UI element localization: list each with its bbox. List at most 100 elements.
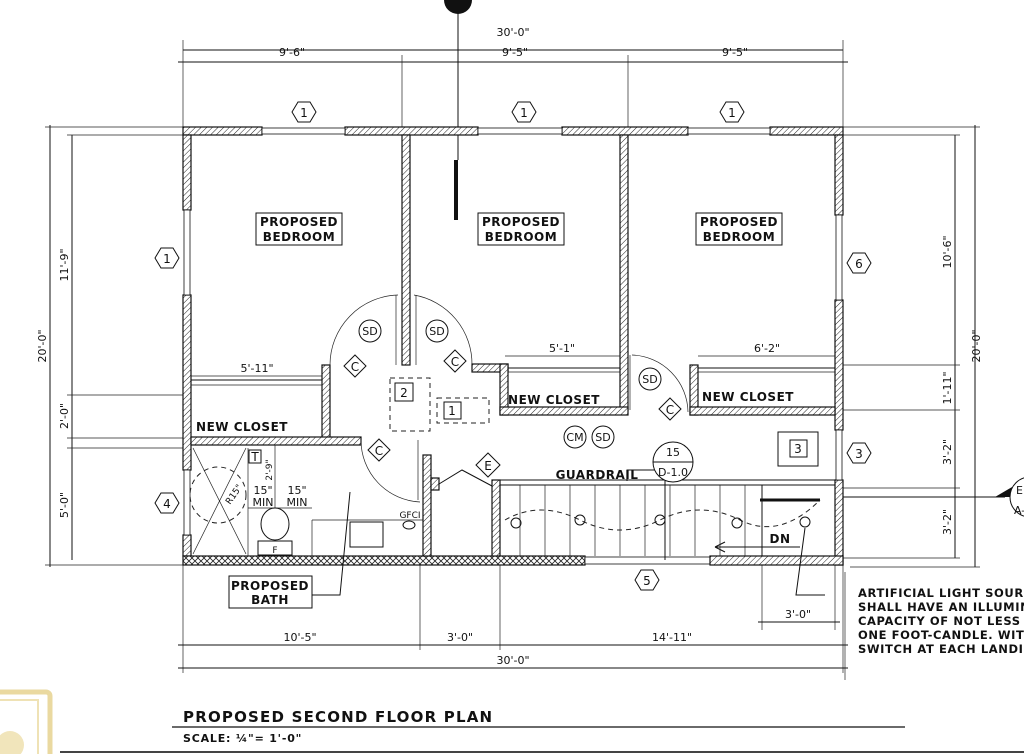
- svg-text:BEDROOM: BEDROOM: [485, 230, 557, 244]
- svg-text:PROPOSED: PROPOSED: [260, 215, 338, 229]
- svg-text:3: 3: [794, 442, 802, 456]
- guardrail-label: GUARDRAIL: [556, 468, 639, 482]
- window-right-3: [835, 429, 843, 481]
- dim-right-4: 3'-2": [941, 509, 954, 535]
- label-closet-left: NEW CLOSET: [196, 420, 288, 434]
- svg-text:BEDROOM: BEDROOM: [703, 230, 775, 244]
- svg-text:6: 6: [855, 257, 863, 271]
- general-note: ARTIFICIAL LIGHT SOURC SHALL HAVE AN ILL…: [858, 586, 1024, 656]
- dim-top-1: 9'-6": [279, 46, 305, 59]
- bath-depth-dim: 2'-9": [265, 459, 275, 480]
- dim-bottom-2: 3'-0": [447, 631, 473, 644]
- svg-text:E: E: [484, 459, 492, 473]
- room-label-bedroom-1: PROPOSED BEDROOM: [255, 212, 343, 246]
- gfci-label: GFCI: [399, 511, 420, 521]
- svg-text:1: 1: [728, 106, 736, 120]
- dim-bottom-3: 14'-11": [652, 631, 692, 644]
- dim-left-1: 11'-9": [58, 248, 71, 281]
- dim-right-1: 10'-6": [941, 235, 954, 268]
- bath-clear-2-min: MIN: [287, 496, 308, 509]
- svg-text:1: 1: [520, 106, 528, 120]
- drawing-scale: SCALE: ¼"= 1'-0": [183, 732, 302, 745]
- svg-text:C: C: [451, 355, 459, 369]
- dim-stair-landing: 3'-0": [785, 608, 811, 621]
- window-bottom-5: [584, 556, 711, 565]
- dimensions-top: 30'-0" 9'-6" 9'-5" 9'-5": [178, 26, 848, 127]
- room-label-bedroom-2: PROPOSED BEDROOM: [477, 212, 565, 246]
- dim-closet-left: 5'-11": [240, 362, 273, 375]
- section-tag-top: E: [1016, 484, 1023, 497]
- svg-text:ARTIFICIAL LIGHT SOURC: ARTIFICIAL LIGHT SOURC: [858, 586, 1024, 600]
- dim-closet-mid: 5'-1": [549, 342, 575, 355]
- dim-bottom-overall: 30'-0": [496, 654, 529, 667]
- window-top-2: [477, 127, 563, 135]
- window-right-6: [835, 214, 843, 301]
- svg-text:1: 1: [163, 252, 171, 266]
- svg-text:SD: SD: [595, 431, 610, 444]
- window-top-1: [261, 127, 346, 135]
- bath-clear-1: 15": [253, 484, 272, 497]
- svg-text:15: 15: [666, 446, 680, 459]
- dimensions-right: 20'-0" 10'-6" 1'-11" 3'-2" 3'-2": [843, 125, 983, 568]
- svg-text:C: C: [375, 444, 383, 458]
- bath-clear-2: 15": [287, 484, 306, 497]
- stair-dn-label: DN: [769, 532, 790, 546]
- dim-top-2: 9'-5": [502, 46, 528, 59]
- dim-bottom-1: 10'-5": [283, 631, 316, 644]
- window-top-3: [687, 127, 771, 135]
- svg-text:4: 4: [163, 497, 171, 511]
- drawing-title: PROPOSED SECOND FLOOR PLAN: [183, 708, 493, 726]
- svg-text:PROPOSED: PROPOSED: [700, 215, 778, 229]
- bath-clear-1-min: MIN: [253, 496, 274, 509]
- dim-left-overall: 20'-0": [36, 329, 49, 362]
- svg-text:1: 1: [448, 404, 456, 418]
- dim-top-3: 9'-5": [722, 46, 748, 59]
- window-tags: 1 1 1 1 4 6 3 5: [154, 101, 872, 591]
- svg-text:CAPACITY OF NOT LESS: CAPACITY OF NOT LESS: [858, 614, 1021, 628]
- svg-text:SD: SD: [642, 373, 657, 386]
- svg-text:1: 1: [300, 106, 308, 120]
- window-left-4: [183, 469, 191, 536]
- svg-text:C: C: [351, 360, 359, 374]
- dim-left-3: 5'-0": [58, 492, 71, 518]
- dim-top-overall: 30'-0": [496, 26, 529, 39]
- svg-text:BEDROOM: BEDROOM: [263, 230, 335, 244]
- dim-right-3: 3'-2": [941, 439, 954, 465]
- label-closet-mid: NEW CLOSET: [508, 393, 600, 407]
- dim-right-overall: 20'-0": [970, 329, 983, 362]
- svg-text:3: 3: [855, 447, 863, 461]
- interior-walls: [190, 134, 836, 557]
- dim-right-2: 1'-11": [941, 371, 954, 404]
- svg-text:SD: SD: [429, 325, 444, 338]
- fan-tag: F: [272, 546, 277, 556]
- svg-text:SWITCH AT EACH LANDIN: SWITCH AT EACH LANDIN: [858, 642, 1024, 656]
- note-keys: 2 1 3: [389, 377, 819, 467]
- arrow-left-icon: [714, 541, 726, 553]
- window-left-1: [183, 209, 191, 296]
- svg-text:PROPOSED: PROPOSED: [482, 215, 560, 229]
- detectors: SD SD SD CM SD: [358, 319, 662, 449]
- doors: [329, 294, 689, 503]
- svg-text:ONE FOOT-CANDLE. WITH: ONE FOOT-CANDLE. WITH: [858, 628, 1024, 642]
- room-label-bedroom-3: PROPOSED BEDROOM: [695, 212, 783, 246]
- svg-text:D-1.0: D-1.0: [658, 466, 688, 479]
- svg-text:BATH: BATH: [251, 593, 289, 607]
- exterior-walls: [182, 126, 844, 566]
- dim-closet-right: 6'-2": [754, 342, 780, 355]
- dim-left-2: 2'-0": [58, 403, 71, 429]
- door-tags: C C C C E: [343, 349, 682, 478]
- stair: [500, 469, 835, 596]
- toilet-tag: T: [250, 450, 259, 464]
- detail-callout: 15 D-1.0: [652, 441, 694, 483]
- room-label-bath: PROPOSED BATH: [228, 491, 351, 609]
- section-tag-bottom: A-: [1014, 504, 1024, 517]
- svg-text:CM: CM: [566, 431, 583, 444]
- bath-fixtures: [189, 445, 423, 556]
- shower-radius: R15": [224, 483, 245, 507]
- svg-text:SHALL HAVE AN ILLUMIN: SHALL HAVE AN ILLUMIN: [858, 600, 1024, 614]
- svg-text:2: 2: [400, 386, 408, 400]
- company-logo: [0, 689, 53, 754]
- label-closet-right: NEW CLOSET: [702, 390, 794, 404]
- svg-text:SD: SD: [362, 325, 377, 338]
